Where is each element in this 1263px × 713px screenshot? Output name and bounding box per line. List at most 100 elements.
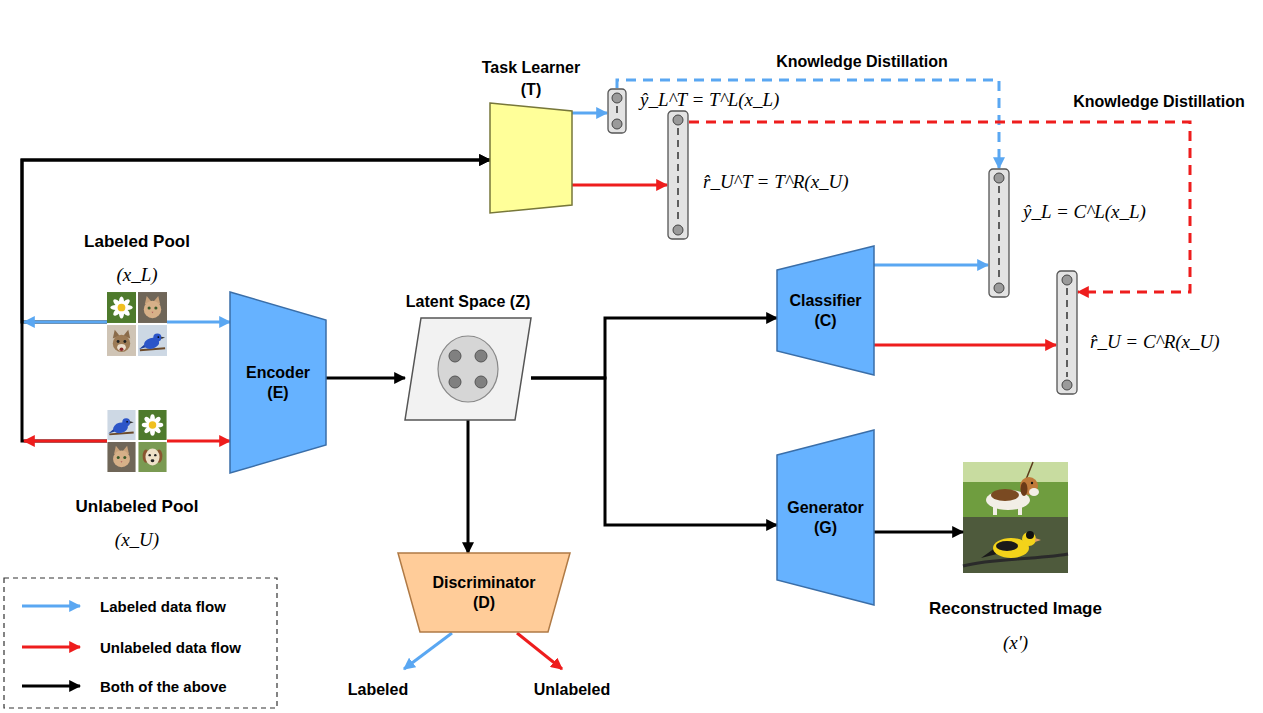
label-holder: Unlabeled <box>532 681 612 699</box>
bird-thumbnail <box>138 325 167 356</box>
dog-head <box>1020 477 1038 495</box>
flow-arrow <box>531 378 777 525</box>
block-shape <box>490 103 572 213</box>
latent-space: Latent Space (Z) <box>405 318 531 420</box>
text-group: Latent Space (Z) <box>383 292 553 312</box>
vector-entry <box>612 119 622 129</box>
text-group: r̂_U^T = T^R(x_U) <box>703 170 849 194</box>
cat-thumbnail <box>107 325 136 356</box>
vector-shape <box>607 88 627 134</box>
edge-label-holder: Knowledge Distillation <box>1071 93 1247 111</box>
node-label: Generator (G) <box>783 498 869 538</box>
edge-label: Knowledge Distillation <box>774 53 950 71</box>
legend-text: Unlabeled data flow <box>100 639 241 656</box>
dog-eye <box>1031 482 1033 484</box>
bird-cap <box>1026 531 1034 539</box>
bird-beak <box>1035 538 1041 542</box>
vector-shape <box>667 110 689 240</box>
vector-entry <box>994 173 1004 183</box>
cat-thumbnail <box>138 292 167 323</box>
text-group: ŷ_L^T = T^L(x_L) <box>640 88 779 112</box>
node-label: Task Learner (T) <box>475 57 587 101</box>
vector-dots <box>616 106 618 116</box>
latent-point <box>475 350 487 362</box>
vector-formula: r̂_U = C^R(x_U) <box>1090 330 1220 354</box>
vector-outline <box>1057 271 1077 394</box>
edge-label-holder: Knowledge Distillation <box>774 53 950 71</box>
vector-entry <box>994 283 1004 293</box>
flow-arrow <box>572 112 607 115</box>
text-group: Encoder (E) <box>241 363 315 403</box>
vector-formula: ŷ_L = C^L(x_L) <box>1023 200 1146 224</box>
cat-thumbnail <box>107 442 135 472</box>
output-vector: ŷ_L^T = T^L(x_L) <box>607 88 627 134</box>
bird-head <box>1022 532 1036 546</box>
vector-entry <box>673 225 683 235</box>
edge-label: Knowledge Distillation <box>1071 93 1247 111</box>
output-label: Unlabeled <box>532 681 612 699</box>
legend-box <box>4 578 277 708</box>
legend-entry: Unlabeled data flow <box>100 639 241 656</box>
legend-sample <box>22 647 80 648</box>
output-vector: ŷ_L = C^L(x_L) <box>988 168 1010 298</box>
photo-ground <box>963 462 1068 517</box>
output-vector: r̂_U^T = T^R(x_U) <box>667 110 689 240</box>
legend-arrow <box>22 605 80 608</box>
vector-formula: ŷ_L^T = T^L(x_L) <box>640 88 779 112</box>
flow-arrow <box>874 264 988 267</box>
latent-cluster <box>438 336 498 402</box>
flow-lead <box>24 440 107 443</box>
node-label: Discriminator (D) <box>427 573 541 613</box>
vector-shape <box>988 168 1010 298</box>
vector-entry <box>673 115 683 125</box>
legend-sample <box>22 606 80 607</box>
dog-ear <box>1021 482 1028 496</box>
unlabeled-thumbnails <box>107 410 166 472</box>
discriminator-block: Discriminator (D) <box>398 553 570 632</box>
vector-outline <box>989 169 1009 297</box>
flow-arrow <box>326 377 405 380</box>
node-label: Latent Space (Z) <box>383 292 553 312</box>
vector-entry <box>612 93 622 103</box>
node-label: Reconstructed Image <box>906 592 1126 626</box>
latent-outline <box>405 318 531 420</box>
vector-entry <box>1062 380 1072 390</box>
bird-thumbnail <box>107 410 135 440</box>
vector-shape <box>1056 270 1078 395</box>
text-group: r̂_U = C^R(x_U) <box>1090 330 1220 354</box>
text-group: Task Learner (T) <box>475 57 587 101</box>
text-group: Reconstructed Image(x') <box>906 592 1126 660</box>
photo-ground <box>963 517 1068 573</box>
labeled-thumbnails <box>107 292 167 356</box>
reconstructed-picture <box>963 462 1068 573</box>
block-outline <box>777 246 874 375</box>
vector-formula: r̂_U^T = T^R(x_U) <box>703 170 849 194</box>
latent-point <box>449 376 461 388</box>
latent-point <box>449 350 461 362</box>
legend-text: Labeled data flow <box>100 598 226 615</box>
output-label: Labeled <box>346 681 410 699</box>
node-symbol: (x_U) <box>52 523 222 556</box>
task-learner: Task Learner (T) <box>490 103 572 213</box>
photo-ground <box>963 462 1068 482</box>
output-arrow <box>517 633 562 669</box>
latent-point <box>475 376 487 388</box>
dog-muzzle <box>1029 488 1039 496</box>
block-outline <box>777 430 874 605</box>
vector-dots <box>677 128 679 222</box>
block-shape <box>777 246 874 375</box>
flow-arrow <box>874 531 963 534</box>
vector-entry <box>1062 275 1072 285</box>
legend-text: Both of the above <box>100 678 227 695</box>
text-group: Classifier (C) <box>784 291 868 331</box>
distillation-arrow <box>689 122 1190 292</box>
node-label: Labeled Pool <box>52 225 222 258</box>
text-group: ŷ_L = C^L(x_L) <box>1023 200 1146 224</box>
text-group: Generator (G) <box>783 498 869 538</box>
generator-block: Generator (G) <box>777 430 874 605</box>
node-symbol: (x') <box>906 626 1126 660</box>
node-symbol: (x_L) <box>52 258 222 291</box>
daisy-thumbnail <box>107 292 136 323</box>
image-pool: Unlabeled Pool(x_U) <box>107 410 167 472</box>
block-shape <box>777 430 874 605</box>
